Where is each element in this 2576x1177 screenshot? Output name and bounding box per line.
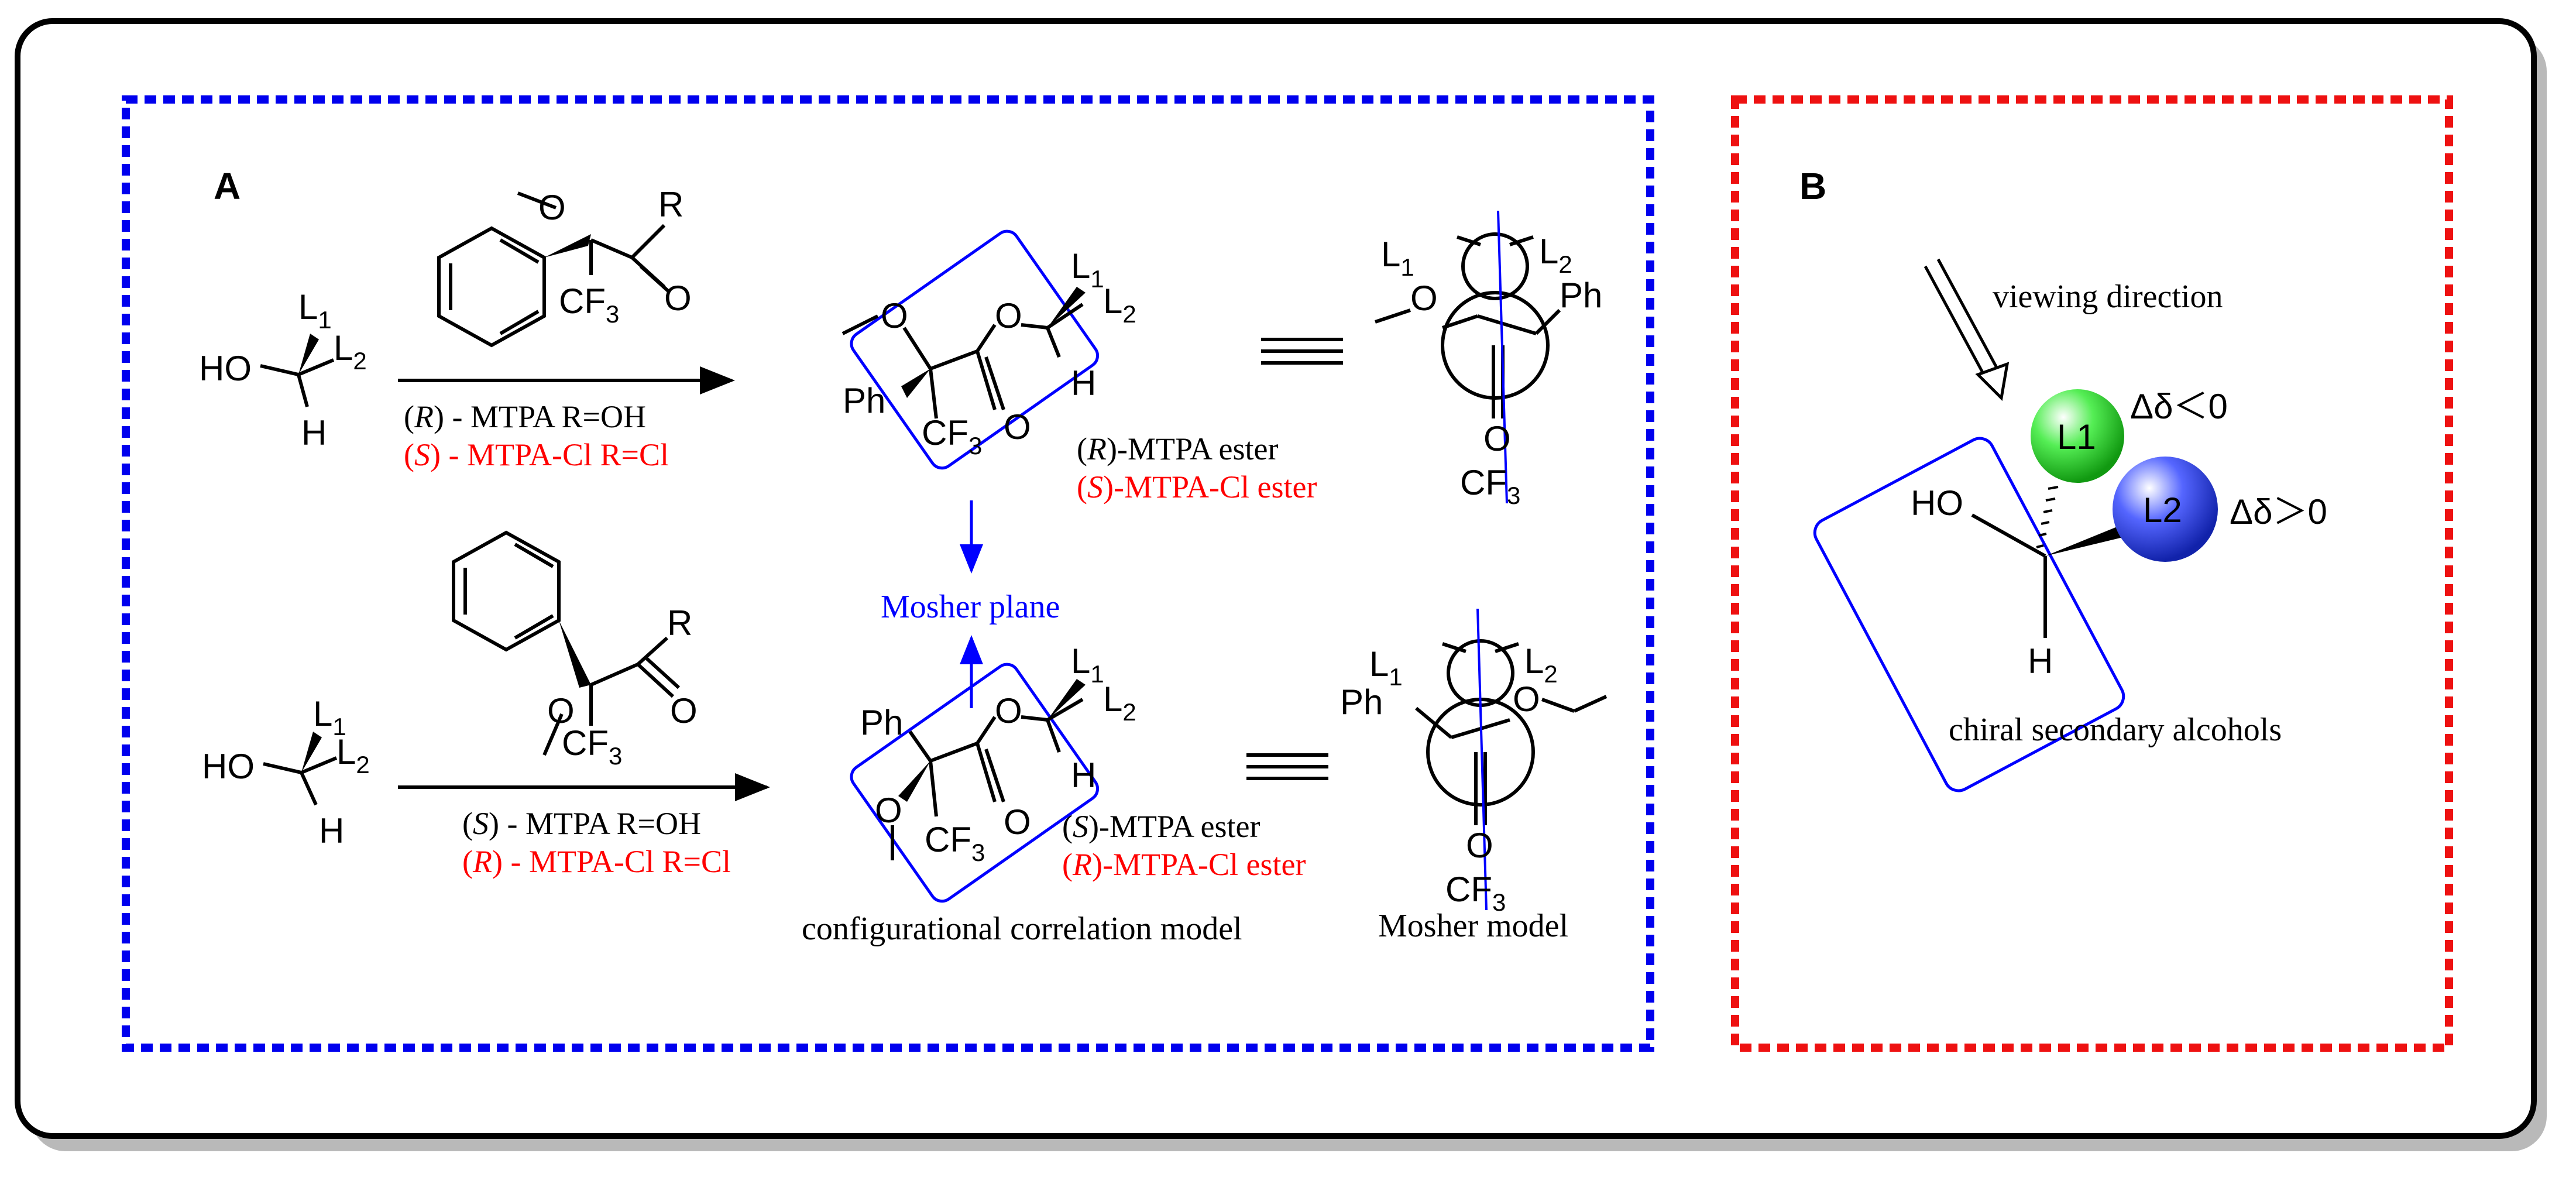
svg-text:CF3: CF3 [922,413,982,459]
wedge-bond [2045,524,2130,556]
svg-text:Ph: Ph [843,381,885,420]
newman-projection-2: L1 L2 Ph O O CF3 [1340,608,1608,916]
l1-sphere-label: L1 [2057,417,2096,457]
mosher-plane-label: Mosher plane [881,589,1060,625]
ester-1-label-line2: (S)-MTPA-Cl ester [1077,469,1317,505]
mtpa-reagent-1: O R O CF3 [437,185,692,348]
panel-b-caption: chiral secondary alcohols [1949,712,2282,748]
svg-text:O: O [875,791,902,830]
svg-text:O: O [1513,680,1540,719]
svg-text:CF3: CF3 [1445,870,1506,916]
l2-sphere [2113,457,2218,562]
alcohol-1-l2: L2 [334,328,367,375]
ho-label: HO [1911,483,1963,523]
svg-text:O: O [995,296,1022,335]
alcohol-1-h: H [301,413,327,452]
svg-text:Ph: Ph [860,703,903,742]
l2-sphere-label: L2 [2143,490,2182,530]
equivalence-sign-2 [1246,753,1328,780]
svg-text:Ph: Ph [1560,276,1602,315]
svg-text:R: R [667,603,692,643]
svg-text:H: H [319,811,344,850]
svg-text:L2: L2 [1524,641,1558,688]
reaction-1-reagent-line2: (S) - MTPA-Cl R=Cl [404,437,669,472]
ester-1: O Ph CF3 O O L1 L2 H [842,229,1136,470]
svg-text:O: O [1483,419,1511,458]
svg-text:O: O [1004,802,1031,842]
svg-text:R: R [658,185,684,224]
l1-sphere [2031,389,2124,483]
h-label: H [2028,641,2053,681]
panel-b-label: B [1799,165,1826,207]
plane-box [1813,437,2125,792]
svg-text:H: H [1071,756,1096,795]
svg-text:CF3: CF3 [925,820,985,866]
reaction-2-reagent-line2: (R) - MTPA-Cl R=Cl [462,844,731,879]
equivalence-sign-1 [1261,338,1343,365]
ester-2-label-line1: (S)-MTPA ester [1062,809,1260,844]
svg-text:L1: L1 [1071,641,1104,688]
svg-text:Ph: Ph [1340,682,1383,722]
svg-text:L2: L2 [1103,680,1136,726]
newman-projection-1: L1 L2 O Ph O CF3 [1375,210,1602,509]
delta-l1-label: Δδ＜0 [2130,387,2228,426]
hashed-bond [2036,486,2059,548]
alcohol-1-ho: HO [199,349,252,388]
svg-text:O: O [547,691,575,730]
mosher-model-caption: Mosher model [1378,908,1568,944]
alcohol-1: HO L1 L2 H [199,287,367,452]
mtpa-reagent-2: O R O CF3 [452,530,698,770]
svg-text:L2: L2 [336,732,370,778]
viewing-direction-label: viewing direction [1993,279,2223,315]
delta-l2-label: Δδ＞0 [2230,492,2327,531]
svg-text:L1: L1 [313,694,346,740]
svg-text:L1: L1 [1071,246,1104,293]
svg-text:H: H [1071,363,1096,403]
reaction-1-reagent-line1: (R) - MTPA R=OH [404,399,646,434]
ester-2: Ph O CF3 O O L1 L2 H [850,641,1136,903]
svg-text:L1: L1 [1381,235,1414,281]
svg-text:O: O [1410,279,1438,318]
svg-text:O: O [995,691,1022,730]
ester-1-label-line1: (R)-MTPA ester [1077,431,1278,466]
svg-text:O: O [1466,826,1493,865]
viewing-direction-arrow [1924,258,2010,402]
card-frame [15,18,2537,1139]
svg-text:CF3: CF3 [559,282,619,328]
panel-b-frame [1731,95,2453,1052]
svg-text:O: O [664,279,692,318]
svg-text:O: O [1004,407,1031,447]
alcohol-1-l1: L1 [298,287,332,334]
correlation-model-caption: configurational correlation model [802,911,1242,947]
ester-2-label-line2: (R)-MTPA-Cl ester [1062,847,1306,882]
panel-b: B viewing direction HO H L1 L2 Δδ＜0 [1799,165,2327,792]
svg-text:CF3: CF3 [1460,463,1520,509]
svg-text:O: O [670,691,698,730]
svg-text:CF3: CF3 [562,723,622,770]
panel-a-label: A [214,165,241,207]
svg-text:L2: L2 [1103,282,1136,328]
reaction-2-reagent-line1: (S) - MTPA R=OH [462,806,701,841]
alcohol-2: HO L1 L2 H [202,694,370,850]
panel-a: A HO L1 L2 H O R O C [199,165,1608,947]
svg-text:L1: L1 [1369,644,1403,691]
svg-text:O: O [538,188,566,227]
svg-text:HO: HO [202,747,255,786]
svg-text:L2: L2 [1539,232,1572,278]
